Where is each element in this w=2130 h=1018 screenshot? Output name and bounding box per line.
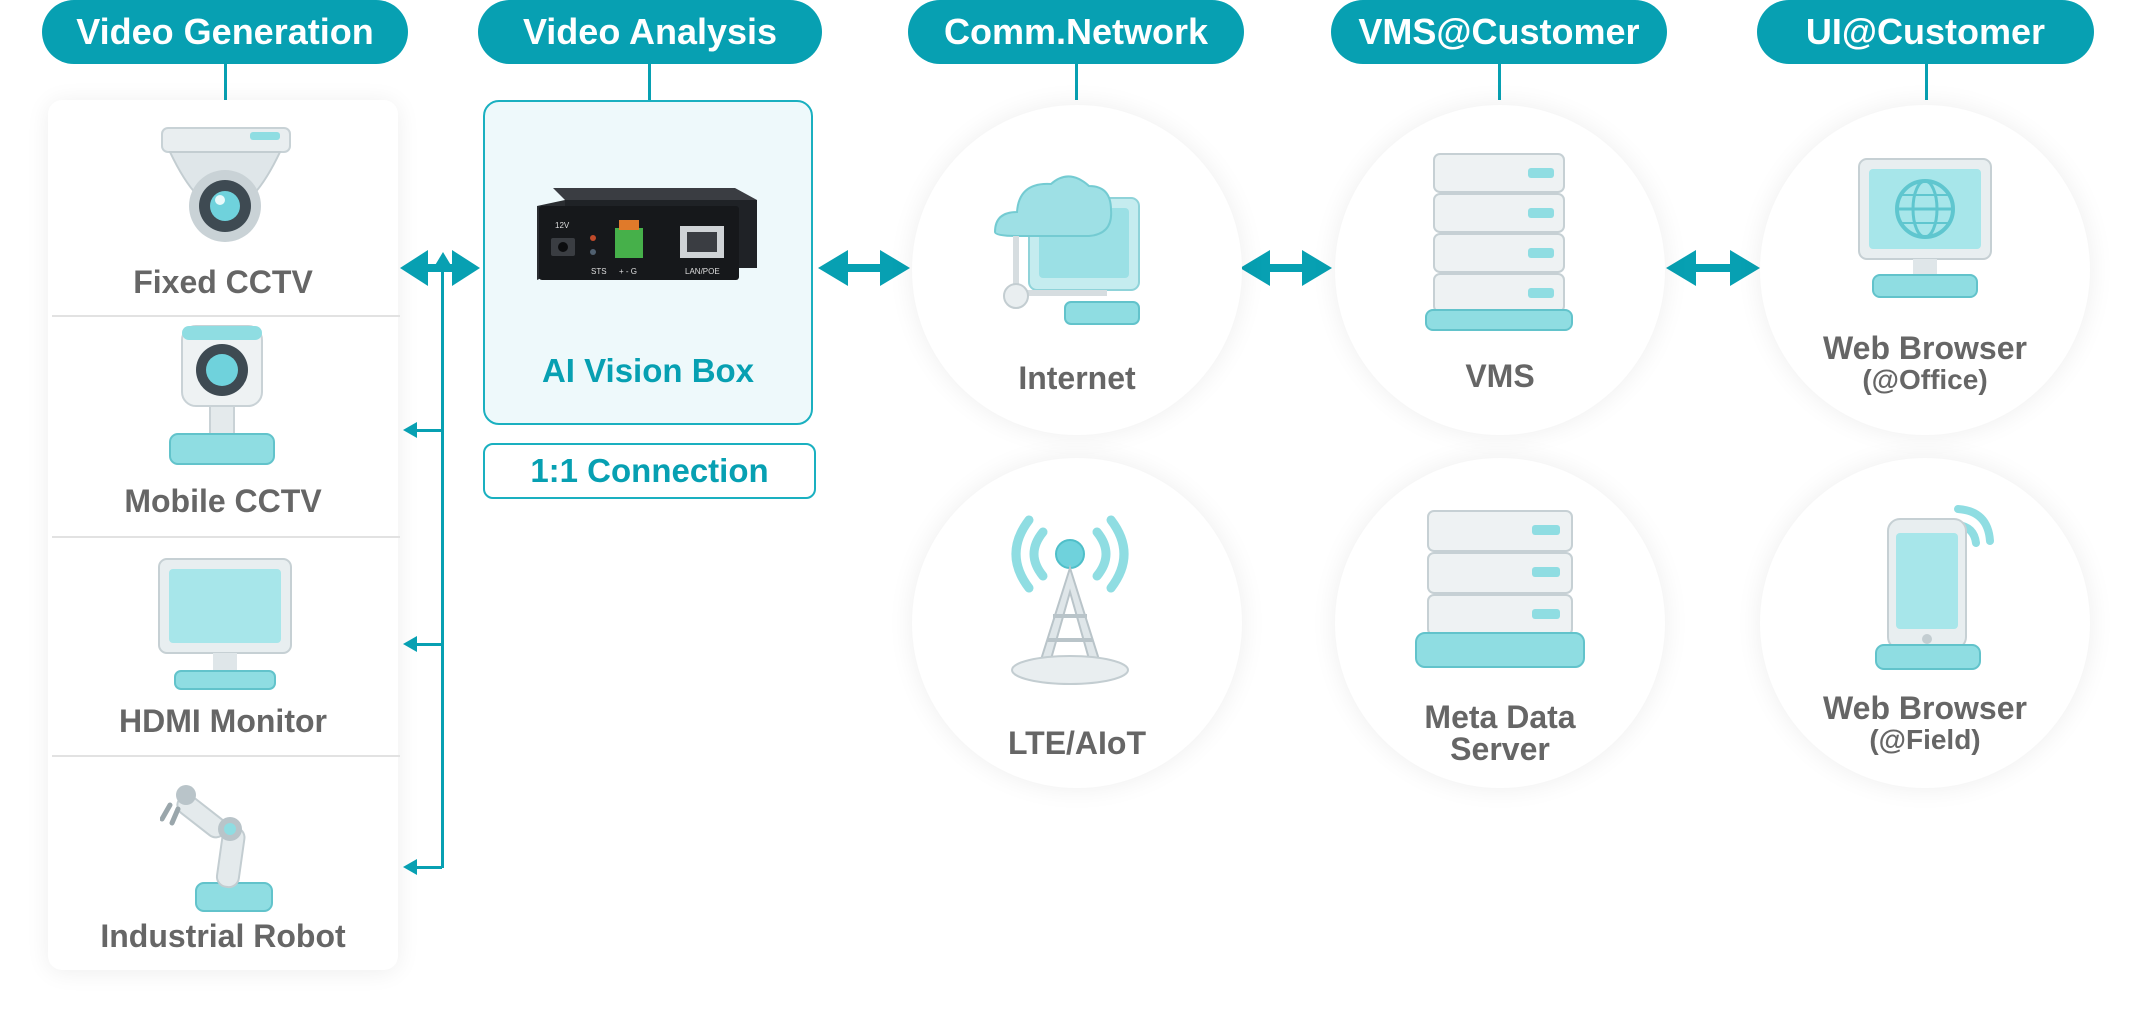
robot-arm-icon <box>160 785 273 912</box>
fixed-cctv-label: Fixed CCTV <box>133 264 313 300</box>
field-browser-label-line2: (@Field) <box>1869 724 1981 755</box>
mobile-cctv-label: Mobile CCTV <box>124 483 322 519</box>
metadata-server-label-line1: Meta Data <box>1424 699 1576 735</box>
monitor-icon <box>158 558 292 690</box>
office-browser-label-line2: (@Office) <box>1862 364 1988 395</box>
lte-label: LTE/AIoT <box>1007 725 1147 761</box>
port-sts-text: STS <box>591 267 607 276</box>
internet-label: Internet <box>1018 360 1136 396</box>
header-connector <box>648 64 651 100</box>
field-browser-label-line1: Web Browser <box>1823 690 2027 726</box>
port-g-text: + - G <box>619 267 637 276</box>
header-ui-customer: UI@Customer <box>1757 0 2094 64</box>
office-browser-label: Web Browser (@Office) <box>1760 332 2090 396</box>
header-connector <box>1498 64 1501 100</box>
industrial-robot-label: Industrial Robot <box>100 918 346 954</box>
metadata-server-icon <box>1415 510 1585 668</box>
metadata-server-label: Meta Data Server <box>1335 701 1665 765</box>
connection-badge: 1:1 Connection <box>483 443 816 499</box>
field-browser-label: Web Browser (@Field) <box>1760 692 2090 756</box>
header-vms-customer: VMS@Customer <box>1331 0 1667 64</box>
header-video-generation: Video Generation <box>42 0 408 64</box>
hdmi-monitor-label: HDMI Monitor <box>119 703 327 739</box>
divider <box>52 755 400 757</box>
header-video-analysis: Video Analysis <box>478 0 822 64</box>
lte-node <box>912 458 1242 788</box>
desktop-globe-icon <box>1858 158 1992 298</box>
header-connector <box>1925 64 1928 100</box>
port-12v-text: 12V <box>555 221 570 230</box>
vision-box-device-icon: 12V STS + - G LAN/POE <box>537 188 757 280</box>
port-lan-text: LAN/POE <box>685 267 720 276</box>
ai-vision-box-label: AI Vision Box <box>541 352 755 389</box>
cloud-network-icon <box>993 175 1140 325</box>
dome-camera-icon <box>161 127 291 242</box>
server-rack-icon <box>1425 153 1573 331</box>
mobile-camera-icon <box>169 325 275 465</box>
vms-label: VMS <box>1465 358 1535 394</box>
header-comm-network: Comm.Network <box>908 0 1244 64</box>
office-browser-label-line1: Web Browser <box>1823 330 2027 366</box>
divider <box>52 315 400 317</box>
divider <box>52 536 400 538</box>
smartphone-wifi-icon <box>1875 505 1994 670</box>
antenna-tower-icon <box>1011 515 1129 685</box>
header-connector <box>224 64 227 100</box>
header-connector <box>1075 64 1078 100</box>
metadata-server-label-line2: Server <box>1450 731 1550 767</box>
